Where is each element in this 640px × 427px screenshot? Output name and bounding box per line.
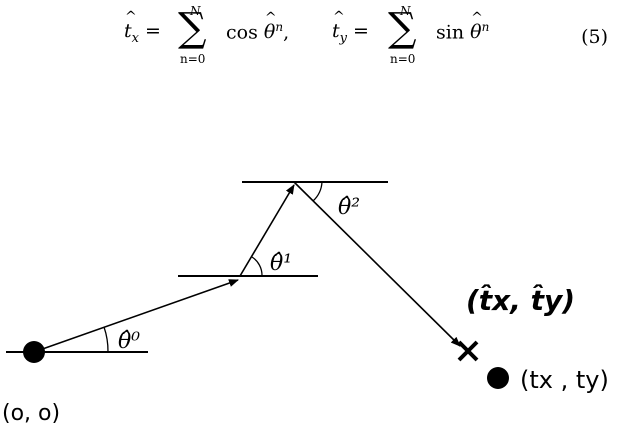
origin-label: (o, o) xyxy=(2,401,60,426)
sum-lower-limit: n=0 xyxy=(180,52,206,66)
sum-sign: ∑ xyxy=(388,5,417,51)
angle-arc-2 xyxy=(312,181,323,202)
sum-lower-limit: n=0 xyxy=(390,52,416,66)
angle-arc-0 xyxy=(103,326,109,353)
equation-lhs-x: tx = xyxy=(124,9,161,46)
estimated-target-label: (t̂x, t̂y) xyxy=(466,284,575,317)
angle-label-1: θ̂¹ xyxy=(270,251,292,276)
equation-lhs-y: ty = xyxy=(332,9,369,46)
target-label: (tx , ty) xyxy=(520,366,609,394)
angle-arc-1 xyxy=(251,256,263,277)
target-point xyxy=(487,367,509,389)
sum-upper-limit: N xyxy=(400,4,411,18)
path-segment-0 xyxy=(33,279,239,353)
sum-upper-limit: N xyxy=(190,4,201,18)
angle-label-2: θ̂² xyxy=(338,195,360,220)
equation-number: (5) xyxy=(581,26,608,48)
path-segment-1 xyxy=(239,184,295,277)
path-segment-2 xyxy=(293,181,461,347)
sum-sign: ∑ xyxy=(178,5,207,51)
equation-rhs-x: cos θn, xyxy=(226,10,289,43)
equation-5: tx = N ∑ n=0 cos θn, ty = N ∑ n=0 sin θn… xyxy=(0,4,640,76)
origin-point xyxy=(23,341,45,363)
equation-rhs-y: sin θn xyxy=(436,10,489,43)
estimated-target-marker xyxy=(457,340,479,362)
angle-label-0: θ̂⁰ xyxy=(118,329,140,354)
